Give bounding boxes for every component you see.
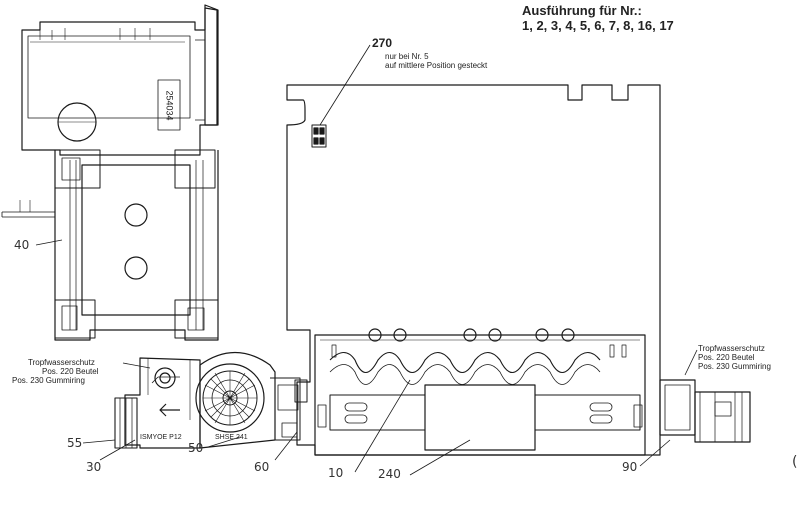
callout-270-note1: nur bei Nr. 5 <box>385 52 429 61</box>
callout-240: 240 <box>378 467 401 481</box>
left-bracket-assembly <box>1 4 219 341</box>
callout-270-number: 270 <box>372 36 393 50</box>
note-right-line2: Pos. 220 Beutel <box>698 353 755 362</box>
callout-60: 60 <box>254 460 270 474</box>
circuit-board <box>286 84 661 456</box>
part-code-vertical: 254034 <box>164 90 175 121</box>
edge-mark: ( <box>792 454 798 470</box>
callout-30: 30 <box>86 460 102 474</box>
callout-40: 40 <box>14 238 30 252</box>
note-right-line1: Tropfwasserschutz <box>698 344 765 353</box>
callout-90: 90 <box>622 460 638 474</box>
callout-50: 50 <box>188 441 204 455</box>
header-title-line1: Ausführung für Nr.: <box>522 3 642 18</box>
pump-assembly <box>114 352 308 449</box>
callout-270-note2: auf mittlere Position gesteckt <box>385 61 488 70</box>
heater-comb <box>314 328 646 456</box>
callout-10: 10 <box>328 466 344 480</box>
note-right-line3: Pos. 230 Gummiring <box>698 362 771 371</box>
pump-marking-2: SHSE 241 <box>215 434 248 441</box>
note-left-line3: Pos. 230 Gummiring <box>12 376 85 385</box>
callout-55: 55 <box>67 436 83 450</box>
note-left-line1: Tropfwasserschutz <box>28 358 95 367</box>
pump-marking-1: ISMYOE P12 <box>140 434 182 441</box>
header-title-line2: 1, 2, 3, 4, 5, 6, 7, 8, 16, 17 <box>522 18 674 33</box>
right-connector <box>659 379 751 443</box>
note-left-line2: Pos. 220 Beutel <box>42 367 99 376</box>
